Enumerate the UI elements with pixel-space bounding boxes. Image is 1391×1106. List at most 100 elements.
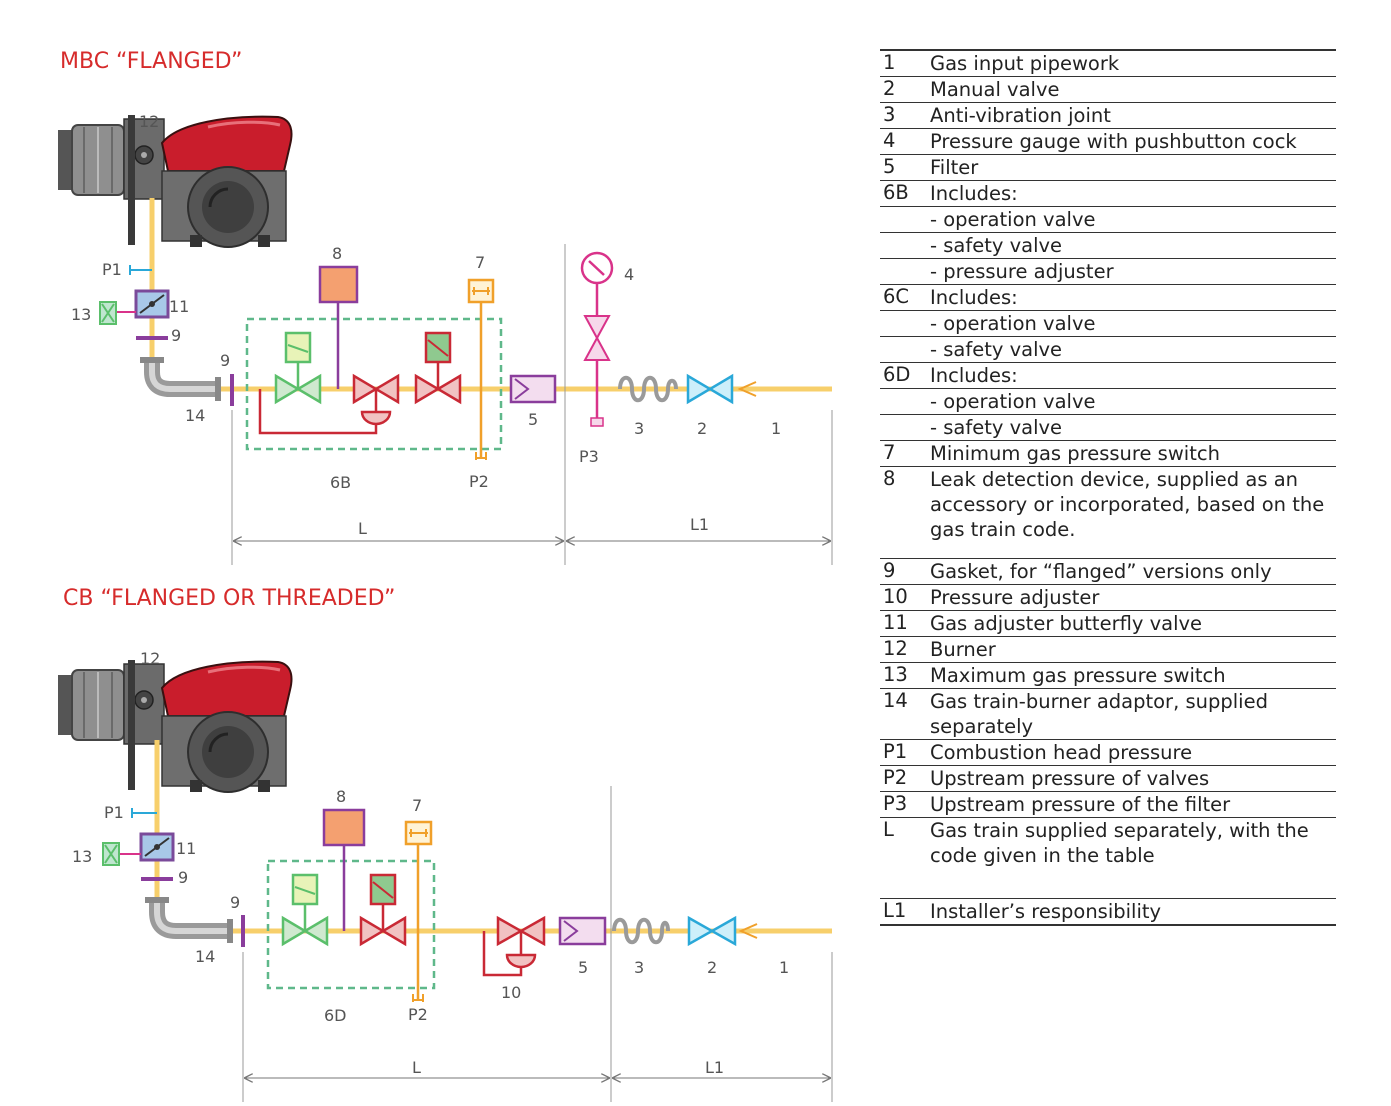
legend-code	[880, 311, 930, 336]
top-label-2: 2	[697, 419, 707, 438]
top-filter-5	[509, 374, 557, 404]
bottom-pressure-adjuster-10	[482, 915, 546, 977]
legend-text: Pressure gauge with pushbutton cock	[930, 130, 1297, 153]
top-label-4: 4	[624, 265, 634, 284]
bottom-group-6d	[266, 859, 436, 990]
top-group-6b	[245, 317, 503, 451]
bottom-label-6d: 6D	[324, 1006, 347, 1025]
top-label-12: 12	[139, 112, 159, 131]
top-label-13: 13	[71, 305, 91, 324]
legend-row: P3 Upstream pressure of the filter	[880, 791, 1336, 817]
top-anti-vibration-joint-3	[618, 375, 678, 403]
top-leak-detection-8	[318, 265, 359, 389]
legend-text: - safety valve	[930, 416, 1063, 439]
top-label-5: 5	[528, 410, 538, 429]
legend-text: Gas adjuster butterfly valve	[930, 612, 1203, 635]
top-label-p3: P3	[579, 447, 599, 466]
top-title: MBC “FLANGED”	[60, 49, 242, 74]
bottom-label-10: 10	[501, 983, 521, 1002]
bottom-label-5: 5	[578, 958, 588, 977]
legend-row: P1 Combustion head pressure	[880, 739, 1336, 765]
legend-text: Combustion head pressure	[930, 741, 1193, 764]
legend-code: P3	[883, 792, 908, 815]
bottom-label-7: 7	[412, 796, 422, 815]
legend-text: Includes:	[930, 182, 1018, 205]
top-label-9a: 9	[171, 326, 181, 345]
top-max-pressure-switch-13	[99, 301, 136, 325]
bottom-butterfly-valve-11	[139, 832, 175, 862]
legend-row: - safety valve	[880, 414, 1336, 440]
legend-code: 4	[883, 129, 896, 152]
legend-text: Includes:	[930, 364, 1018, 387]
legend-code	[880, 415, 930, 440]
bottom-manual-valve-2	[687, 915, 737, 947]
top-label-3: 3	[634, 419, 644, 438]
bottom-flow-arrow	[738, 923, 758, 939]
top-operation-valve	[274, 331, 322, 405]
top-label-9b: 9	[220, 351, 230, 370]
top-label-8: 8	[332, 244, 342, 263]
legend-text: Anti-vibration joint	[930, 104, 1111, 127]
legend-row: - operation valve	[880, 310, 1336, 336]
bottom-label-p1: P1	[104, 803, 124, 822]
legend-code: 14	[883, 689, 908, 712]
bottom-leak-detection-8	[322, 808, 366, 931]
bottom-label-14: 14	[195, 947, 215, 966]
legend-code: L1	[883, 899, 907, 922]
legend-row: 8 Leak detection device, supplied as an a…	[880, 466, 1336, 542]
legend-code: L	[883, 818, 894, 841]
legend-code	[880, 233, 930, 258]
legend-text: Gas train-burner adaptor, supplied separ…	[930, 690, 1268, 738]
legend-text: - operation valve	[930, 208, 1096, 231]
bottom-label-8: 8	[336, 787, 346, 806]
legend-code: 11	[883, 611, 908, 634]
bottom-title: CB “FLANGED OR THREADED”	[63, 586, 395, 611]
legend-row: 14 Gas train-burner adaptor, supplied sep…	[880, 688, 1336, 739]
top-manual-valve-2	[686, 373, 734, 405]
bottom-adaptor-14	[149, 900, 230, 939]
legend-code: P2	[883, 766, 908, 789]
legend-code: 3	[883, 103, 896, 126]
legend-text: Gas input pipework	[930, 52, 1120, 75]
legend-text: Upstream pressure of valves	[930, 767, 1210, 790]
legend-row: 11 Gas adjuster butterfly valve	[880, 610, 1336, 636]
legend-code: 13	[883, 663, 908, 686]
legend-code: P1	[883, 740, 908, 763]
top-label-14: 14	[185, 406, 205, 425]
legend-row: L Gas train supplied separately, with the…	[880, 817, 1336, 868]
top-label-L: L	[358, 519, 367, 538]
legend-row: 3 Anti-vibration joint	[880, 102, 1336, 128]
legend-code	[880, 207, 930, 232]
top-burner	[56, 113, 293, 249]
legend-text: - operation valve	[930, 390, 1096, 413]
bottom-label-2: 2	[707, 958, 717, 977]
legend-row: - pressure adjuster	[880, 258, 1336, 284]
legend-code: 5	[883, 155, 896, 178]
top-safety-valve	[414, 331, 462, 405]
legend-code: 12	[883, 637, 908, 660]
legend-text: Maximum gas pressure switch	[930, 664, 1226, 687]
legend-code: 8	[883, 467, 896, 490]
legend-row: 1 Gas input pipework	[880, 49, 1336, 76]
legend-row: - safety valve	[880, 336, 1336, 362]
top-butterfly-valve-11	[134, 289, 170, 319]
legend-code: 1	[883, 51, 896, 74]
legend-text: Upstream pressure of the filter	[930, 793, 1231, 816]
top-dimension-lines	[231, 410, 833, 565]
legend-text: - safety valve	[930, 234, 1063, 257]
top-label-1: 1	[771, 419, 781, 438]
legend-text: Minimum gas pressure switch	[930, 442, 1220, 465]
legend-text: Gasket, for “flanged” versions only	[930, 560, 1272, 583]
top-label-p1: P1	[102, 260, 122, 279]
bottom-label-L1: L1	[705, 1058, 724, 1077]
legend-code	[880, 259, 930, 284]
legend-text: Gas train supplied separately, with the …	[930, 819, 1309, 867]
legend-code	[880, 389, 930, 414]
legend-row: 4 Pressure gauge with pushbutton cock	[880, 128, 1336, 154]
legend-text: Leak detection device, supplied as an ac…	[930, 468, 1325, 541]
